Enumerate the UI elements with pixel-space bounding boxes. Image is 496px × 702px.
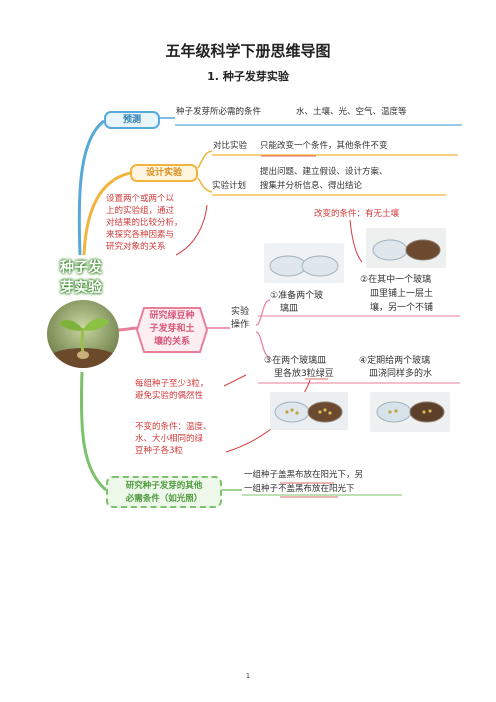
branch-mung-line2: 子发芽和土 [149, 324, 195, 334]
note-constant-line: 豆种子各3粒 [135, 446, 183, 456]
contrast-text: 只能改变一个条件，其他条件不变 [260, 141, 388, 151]
step-3-line: ③在两个玻璃皿 [264, 356, 327, 366]
photo-empty-dishes [264, 243, 344, 283]
photo-soil-dishes [366, 228, 446, 268]
contrast-label: 对比实验 [213, 141, 248, 151]
note-constant-line: 水、大小相同的绿 [135, 434, 204, 444]
design-note-line: 上的实验组，通过 [106, 206, 175, 216]
branch-mung: 研究绿豆种 子发芽和土 壤的关系 [136, 310, 208, 349]
design-note: 设置两个或两个以 上的实验组，通过 对结果的比较分析， 来探究各种因素与 研究对… [106, 193, 183, 253]
other-text-line1: 一组种子盖黑布放在阳光下，另 [244, 470, 364, 480]
note-constant-conditions: 不变的条件：温度、 水、大小相同的绿 豆种子各3粒 [135, 421, 212, 457]
branch-other-line1: 研究种子发芽的其他 [125, 481, 203, 491]
other-text-line2: 一组种子不盖黑布放在阳光下 [244, 484, 355, 494]
branch-mung-line1: 研究绿豆种 [149, 311, 195, 321]
branch-predict: 预测 [104, 111, 160, 129]
plan-line1: 提出问题、建立假设、设计方案、 [260, 167, 388, 177]
step-3-line: 里各放3粒绿豆 [274, 369, 334, 379]
branch-mung-line3: 壤的关系 [153, 337, 190, 347]
plan-label: 实验计划 [212, 181, 247, 191]
central-topic-line1: 种子发 [60, 260, 102, 276]
step-4-line: 皿浇同样多的水 [369, 369, 433, 379]
note-seed-count-line: 每组种子至少3粒， [135, 379, 209, 389]
design-note-line: 设置两个或两个以 [106, 194, 175, 204]
note-seed-count: 每组种子至少3粒， 避免实验的偶然性 [135, 378, 208, 402]
step-2-line: 皿里铺上一层土 [370, 289, 434, 299]
changed-condition: 改变的条件：有无土壤 [314, 209, 400, 219]
step-4-line: ④定期给两个玻璃 [359, 356, 431, 366]
page-number: 1 [245, 672, 251, 680]
note-seed-count-line: 避免实验的偶然性 [135, 391, 204, 401]
step-4: ④定期给两个玻璃 皿浇同样多的水 [359, 355, 432, 381]
operation-label-line1: 实验 [231, 307, 250, 317]
step-3: ③在两个玻璃皿 里各放3粒绿豆 [264, 355, 334, 381]
branch-mung-shape [136, 307, 208, 353]
predict-items: 水、土壤、光、空气、温度等 [296, 107, 407, 117]
central-topic-line2: 芽实验 [60, 280, 102, 296]
branch-design: 设计实验 [130, 164, 198, 182]
branch-predict-label: 预测 [122, 115, 141, 125]
design-note-line: 对结果的比较分析， [106, 218, 183, 228]
step-2-line: 壤，另一个不铺 [370, 303, 434, 313]
step-2-line: ②在其中一个玻璃 [360, 275, 432, 285]
section-subtitle: 1. 种子发芽实验 [207, 70, 289, 83]
branch-other-line2: 必需条件（如光照） [125, 494, 203, 504]
design-note-line: 来探究各种因素与 [106, 230, 175, 240]
step-1: ①准备两个玻 璃皿 [270, 290, 323, 316]
design-note-line: 研究对象的关系 [106, 242, 166, 252]
step-1-line: 璃皿 [280, 304, 299, 314]
branch-design-label: 设计实验 [145, 168, 182, 178]
central-topic: 种子发 芽实验 [52, 258, 110, 298]
step-2: ②在其中一个玻璃 皿里铺上一层土 壤，另一个不铺 [360, 273, 433, 315]
document-title: 五年级科学下册思维导图 [165, 42, 331, 60]
note-constant-line: 不变的条件：温度、 [135, 422, 212, 432]
predict-detail: 种子发芽所必需的条件 [176, 107, 262, 117]
branch-other: 研究种子发芽的其他 必需条件（如光照） [106, 476, 222, 508]
seedling-icon [47, 300, 119, 368]
plan-line2: 搜集并分析信息、得出结论 [260, 181, 363, 191]
photo-beans-dishes [270, 392, 348, 430]
operation-label-line2: 操作 [231, 320, 250, 330]
operation-label: 实验 操作 [231, 306, 249, 332]
step-1-line: ①准备两个玻 [270, 291, 324, 301]
photo-watered-dishes [370, 392, 450, 432]
